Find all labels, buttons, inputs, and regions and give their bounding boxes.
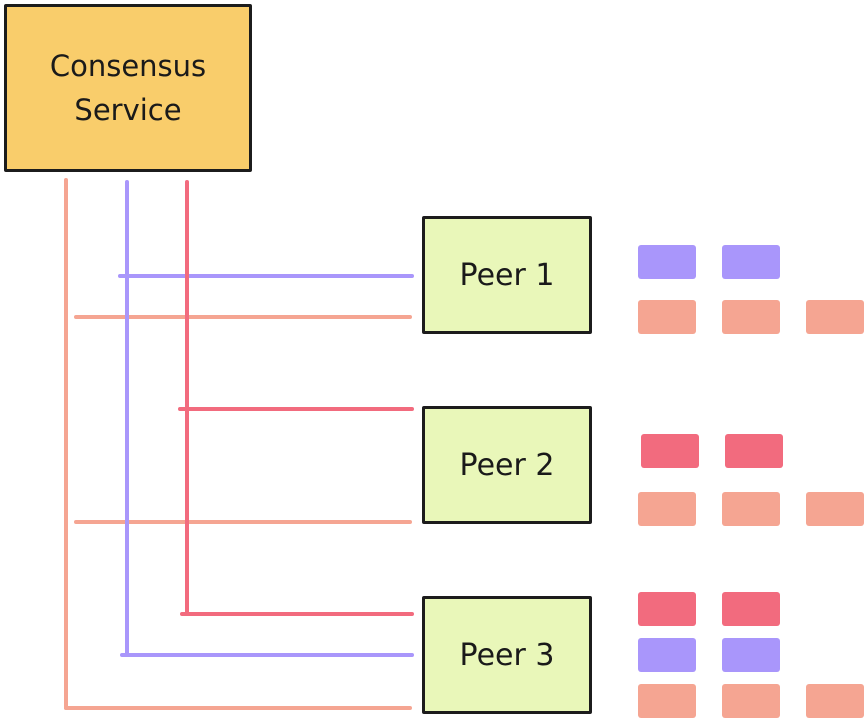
peer-3-salmon-block-2 [722,684,780,718]
peer-1-purple-block-1 [638,245,696,279]
peer-3-purple-block-2 [722,638,780,672]
peer-3-purple-block-1 [638,638,696,672]
peer-3-red-block-2 [722,592,780,626]
peer-1-purple-block-2 [722,245,780,279]
peer-2-label: Peer 2 [459,447,555,483]
peer-2-box: Peer 2 [422,406,592,524]
peer-1-salmon-block-2 [722,300,780,334]
service-label-line2: Service [74,93,182,127]
peer-3-salmon-block-1 [638,684,696,718]
peer-1-box: Peer 1 [422,216,592,334]
peer-2-salmon-block-3 [806,492,864,526]
peer-3-box: Peer 3 [422,596,592,714]
peer-1-salmon-block-1 [638,300,696,334]
peer-2-red-block-1 [641,434,699,468]
peer-2-salmon-block-2 [722,492,780,526]
service-label-line1: Consensus [49,49,207,83]
peer-3-label: Peer 3 [459,637,555,673]
consensus-service-box: Consensus Service [4,4,252,172]
peer-2-red-block-2 [725,434,783,468]
consensus-service-label: Consensus Service [50,44,206,132]
peer-1-label: Peer 1 [459,257,555,293]
peer-3-red-block-1 [638,592,696,626]
peer-2-salmon-block-1 [638,492,696,526]
peer-1-salmon-block-3 [806,300,864,334]
peer-3-salmon-block-3 [806,684,864,718]
